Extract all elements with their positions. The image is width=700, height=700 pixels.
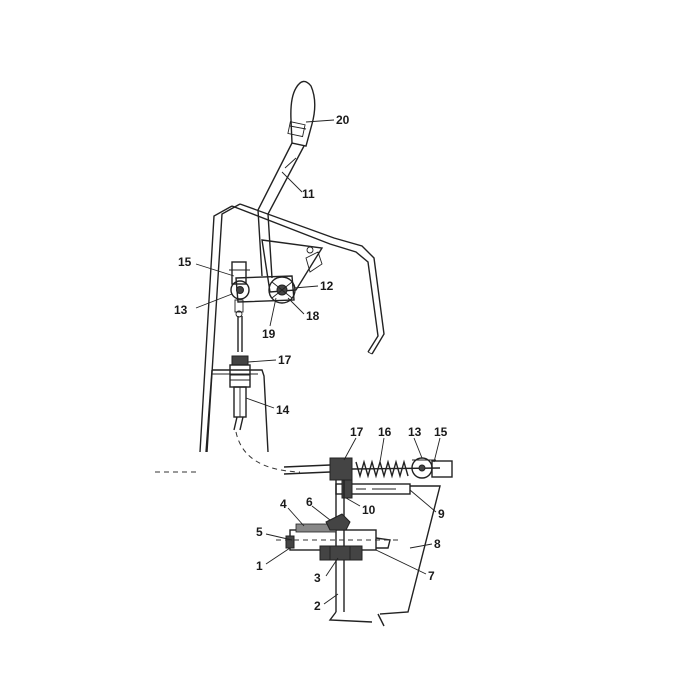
callout-17-upper: 17: [278, 353, 292, 367]
callout-15-lower: 15: [434, 425, 448, 439]
callout-9: 9: [438, 507, 445, 521]
pivot-bracket: [229, 261, 296, 318]
callout-5: 5: [256, 525, 263, 539]
callout-16: 16: [378, 425, 392, 439]
floor-section: [205, 369, 269, 453]
callout-15-upper: 15: [178, 255, 192, 269]
callout-2: 2: [314, 599, 321, 613]
gearbox-casing: [377, 485, 441, 627]
cable-clevis: [231, 261, 247, 285]
upper-cable: [229, 316, 251, 431]
callout-1: 1: [256, 559, 263, 573]
callout-14: 14: [276, 403, 290, 417]
callout-12: 12: [320, 279, 334, 293]
cable-adjuster-nut: [229, 364, 251, 388]
leader-lines: [195, 119, 441, 605]
callout-17-lower: 17: [350, 425, 364, 439]
callout-10: 10: [362, 503, 376, 517]
callout-20: 20: [336, 113, 350, 127]
callout-18: 18: [306, 309, 320, 323]
lower-adjuster-nut: [329, 457, 353, 481]
lever-knob: [290, 80, 316, 147]
callout-11: 11: [302, 187, 315, 201]
shift-lever: [257, 80, 316, 279]
callout-19: 19: [262, 327, 276, 341]
pivot-ball: [268, 276, 296, 304]
callout-4: 4: [280, 497, 287, 511]
lever-boot: [261, 239, 324, 293]
lock-nut: [319, 545, 363, 561]
cable-route-dashed: [235, 431, 301, 473]
callout-8: 8: [434, 537, 441, 551]
callout-13-upper: 13: [174, 303, 188, 317]
callout-labels: 20 11 15 13 12 18 19 17 14 17 16 13 15 1…: [174, 113, 448, 613]
callout-3: 3: [314, 571, 321, 585]
detent-assembly: [276, 513, 400, 561]
lower-linkage: [283, 457, 453, 481]
callout-6: 6: [306, 495, 313, 509]
tunnel-frame: [199, 203, 385, 453]
lever-rod: [257, 142, 293, 277]
callout-7: 7: [428, 569, 435, 583]
callout-13-lower: 13: [408, 425, 422, 439]
